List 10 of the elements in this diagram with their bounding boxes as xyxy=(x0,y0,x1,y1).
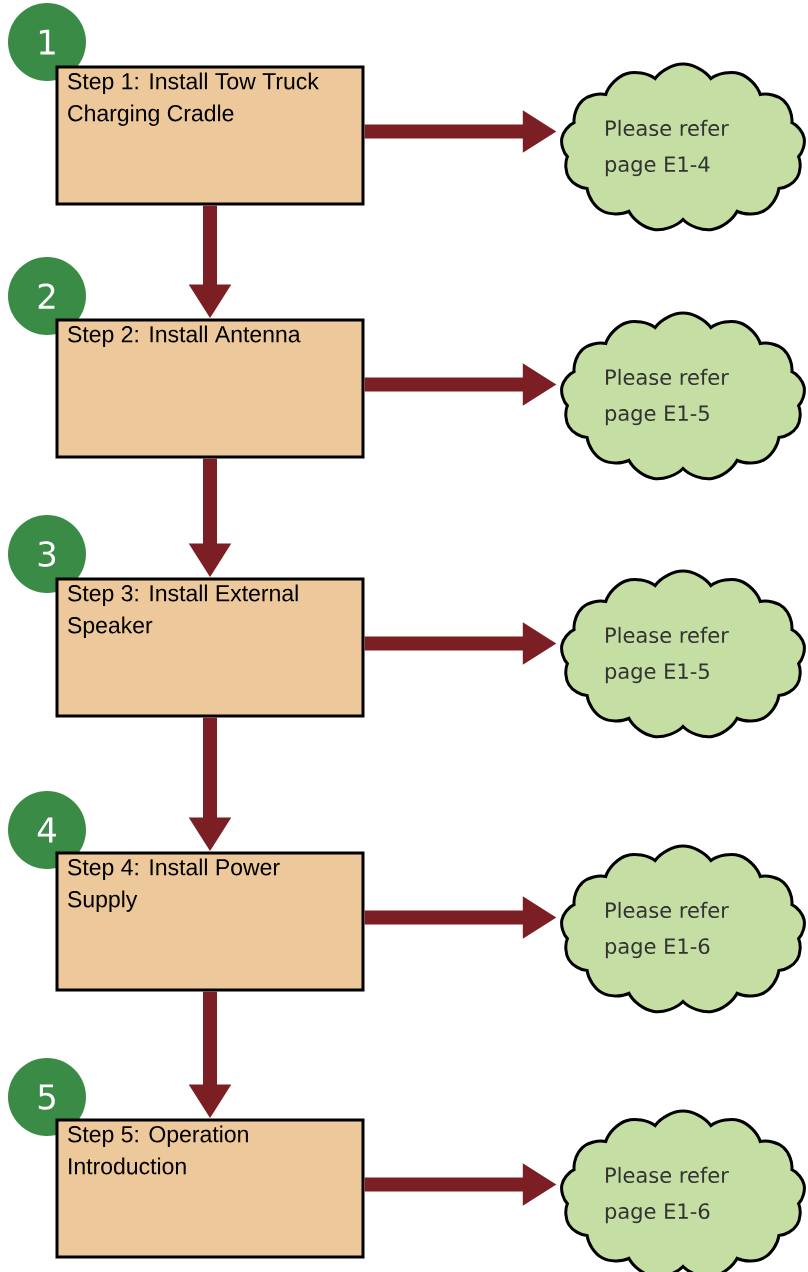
reference-cloud: Please refer page E1-4 xyxy=(560,62,806,232)
step-box: Step 1: Install Tow Truck Charging Cradle xyxy=(55,65,365,206)
step-box: Step 2: Install Antenna xyxy=(55,318,365,459)
step-box: Step 3: Install External Speaker xyxy=(55,577,365,718)
reference-cloud: Please refer page E1-5 xyxy=(560,569,806,739)
reference-cloud: Please refer page E1-6 xyxy=(560,844,806,1014)
reference-cloud: Please refer page E1-6 xyxy=(560,1109,806,1272)
reference-cloud: Please refer page E1-5 xyxy=(560,311,806,481)
step-box: Step 4: Install Power Supply xyxy=(55,851,365,992)
step-box: Step 5: Operation Introduction xyxy=(55,1118,365,1259)
